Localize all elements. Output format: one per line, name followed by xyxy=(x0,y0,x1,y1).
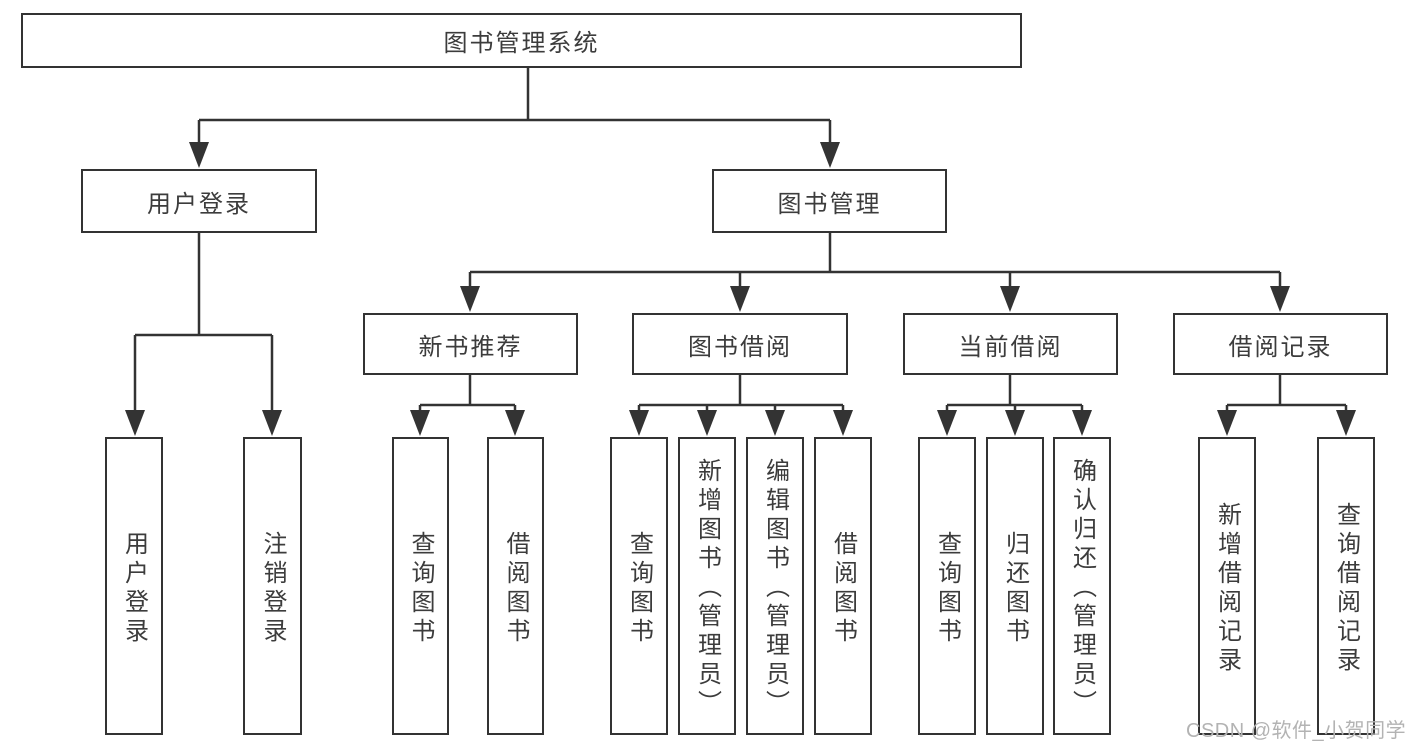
node-book-management: 图书管理 xyxy=(712,169,947,233)
node-cb-query-book: 查询图书 xyxy=(918,437,976,735)
node-user-login: 用户登录 xyxy=(105,437,163,735)
node-new-book-recommendation: 新书推荐 xyxy=(363,313,578,375)
node-label: 图书管理 xyxy=(777,190,882,218)
csdn-watermark: CSDN @软件_小贺同学 xyxy=(1186,720,1405,742)
node-bb-borrow-book: 借阅图书 xyxy=(814,437,872,735)
connector-new-book-rec-branch xyxy=(418,375,517,414)
node-label: 图书借阅 xyxy=(688,333,792,361)
node-label: 借阅图书 xyxy=(829,530,857,647)
node-label: 注销登录 xyxy=(259,530,286,647)
node-book-borrowing: 图书借阅 xyxy=(632,313,848,375)
node-current-borrowing: 当前借阅 xyxy=(903,313,1118,375)
node-bb-query-book: 查询图书 xyxy=(610,437,668,735)
arrowheads-borrow-records-branch xyxy=(1217,410,1356,436)
node-label: 编辑图书（管理员） xyxy=(761,458,789,719)
node-label: 借阅图书 xyxy=(502,530,529,647)
node-label: 查询借阅记录 xyxy=(1332,501,1360,676)
node-label: 用户登录 xyxy=(120,530,148,647)
arrowheads-book-mgmt-branch xyxy=(460,286,1290,312)
connector-book-mgmt-branch xyxy=(468,233,1282,290)
arrowheads-root-branch xyxy=(189,142,840,168)
node-bb-add-book-admin: 新增图书（管理员） xyxy=(678,437,736,735)
node-label: 新增借阅记录 xyxy=(1213,501,1241,676)
connector-root-branch xyxy=(197,68,832,146)
connector-user-login-branch xyxy=(133,233,274,414)
connector-current-borrow-branch xyxy=(945,375,1084,414)
arrowheads-user-login-branch xyxy=(125,410,282,436)
node-cb-return-book: 归还图书 xyxy=(986,437,1044,735)
node-nbr-query-book: 查询图书 xyxy=(392,437,449,735)
node-bb-edit-book-admin: 编辑图书（管理员） xyxy=(746,437,804,735)
node-library-management-system: 图书管理系统 xyxy=(21,13,1022,68)
node-label: 借阅记录 xyxy=(1228,333,1333,361)
node-label: 查询图书 xyxy=(625,530,653,647)
node-cb-confirm-return-admin: 确认归还（管理员） xyxy=(1053,437,1111,735)
node-borrowing-records: 借阅记录 xyxy=(1173,313,1388,375)
arrowheads-new-book-rec-branch xyxy=(410,410,525,436)
node-br-query-record: 查询借阅记录 xyxy=(1317,437,1375,735)
node-label: 查询图书 xyxy=(407,530,434,647)
node-label: 新书推荐 xyxy=(418,333,523,361)
node-label: 图书管理系统 xyxy=(443,30,600,57)
node-label: 当前借阅 xyxy=(958,333,1063,361)
node-br-add-record: 新增借阅记录 xyxy=(1198,437,1256,735)
node-label: 查询图书 xyxy=(933,530,961,647)
node-nbr-borrow-book: 借阅图书 xyxy=(487,437,544,735)
node-logout: 注销登录 xyxy=(243,437,302,735)
connector-book-borrow-branch xyxy=(637,375,845,414)
arrowheads-current-borrow-branch xyxy=(937,410,1092,436)
node-user-login-menu: 用户登录 xyxy=(81,169,317,233)
arrowheads-book-borrow-branch xyxy=(629,410,853,436)
node-label: 确认归还（管理员） xyxy=(1068,458,1096,719)
node-label: 归还图书 xyxy=(1001,530,1029,647)
connector-borrow-records-branch xyxy=(1225,375,1348,414)
node-label: 新增图书（管理员） xyxy=(693,458,721,719)
node-label: 用户登录 xyxy=(147,190,251,218)
